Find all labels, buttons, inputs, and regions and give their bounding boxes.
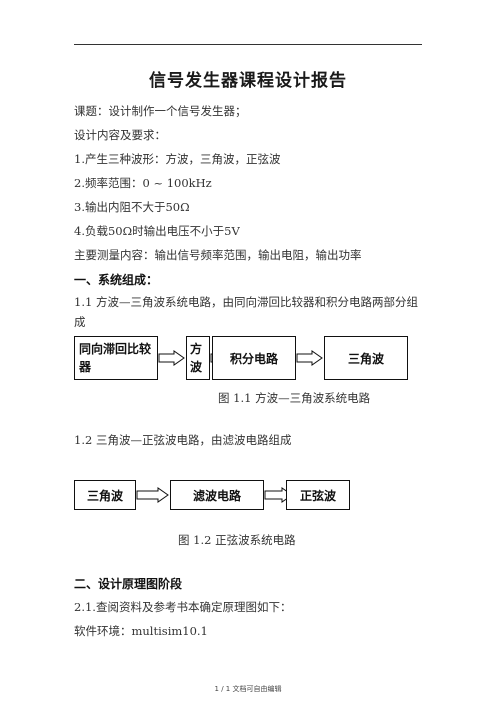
requirement-4: 4.负载50Ω时输出电压不小于5V (74, 224, 240, 238)
measurement-line: 主要测量内容：输出信号频率范围，输出电阻，输出功率 (74, 248, 362, 262)
triangle-wave-input-box: 三角波 (74, 480, 136, 510)
requirements-intro: 设计内容及要求： (74, 128, 166, 142)
requirement-1: 1.产生三种波形：方波，三角波，正弦波 (74, 152, 281, 166)
paragraph-1-1: 1.1 方波—三角波系统电路，由同向滞回比较器和积分电路两部分组成 (74, 295, 418, 329)
integrator-circuit-box: 积分电路 (212, 336, 296, 380)
arrow-icon (158, 350, 185, 366)
paragraph-1-2: 1.2 三角波—正弦波电路，由滤波电路组成 (74, 433, 292, 447)
requirement-2: 2.频率范围：0 ~ 100kHz (74, 176, 212, 190)
paragraph-2-1: 2.1.查阅资料及参考书本确定原理图如下： (74, 600, 292, 614)
sine-wave-box: 正弦波 (286, 480, 350, 510)
square-wave-box: 方波 (186, 336, 210, 380)
document-title: 信号发生器课程设计报告 (149, 71, 347, 91)
triangle-wave-box: 三角波 (324, 336, 408, 380)
arrow-icon (136, 487, 169, 503)
topic-line: 课题：设计制作一个信号发生器； (74, 104, 247, 118)
hysteresis-comparator-box: 同向滞回比较器 (74, 336, 158, 380)
figure-1-2-caption: 图 1.2 正弦波系统电路 (178, 533, 296, 547)
section-heading-2: 二、设计原理图阶段 (74, 577, 183, 591)
page-footer: 1 / 1 文档可自由编辑 (214, 685, 282, 693)
section-heading-1: 一、系统组成： (74, 273, 159, 287)
filter-circuit-box: 滤波电路 (170, 480, 264, 510)
figure-1-1-caption: 图 1.1 方波—三角波系统电路 (218, 391, 371, 405)
arrow-icon (296, 350, 323, 366)
software-environment: 软件环境：multisim10.1 (74, 624, 208, 638)
requirement-3: 3.输出内阻不大于50Ω (74, 200, 190, 214)
header-rule (74, 44, 422, 45)
